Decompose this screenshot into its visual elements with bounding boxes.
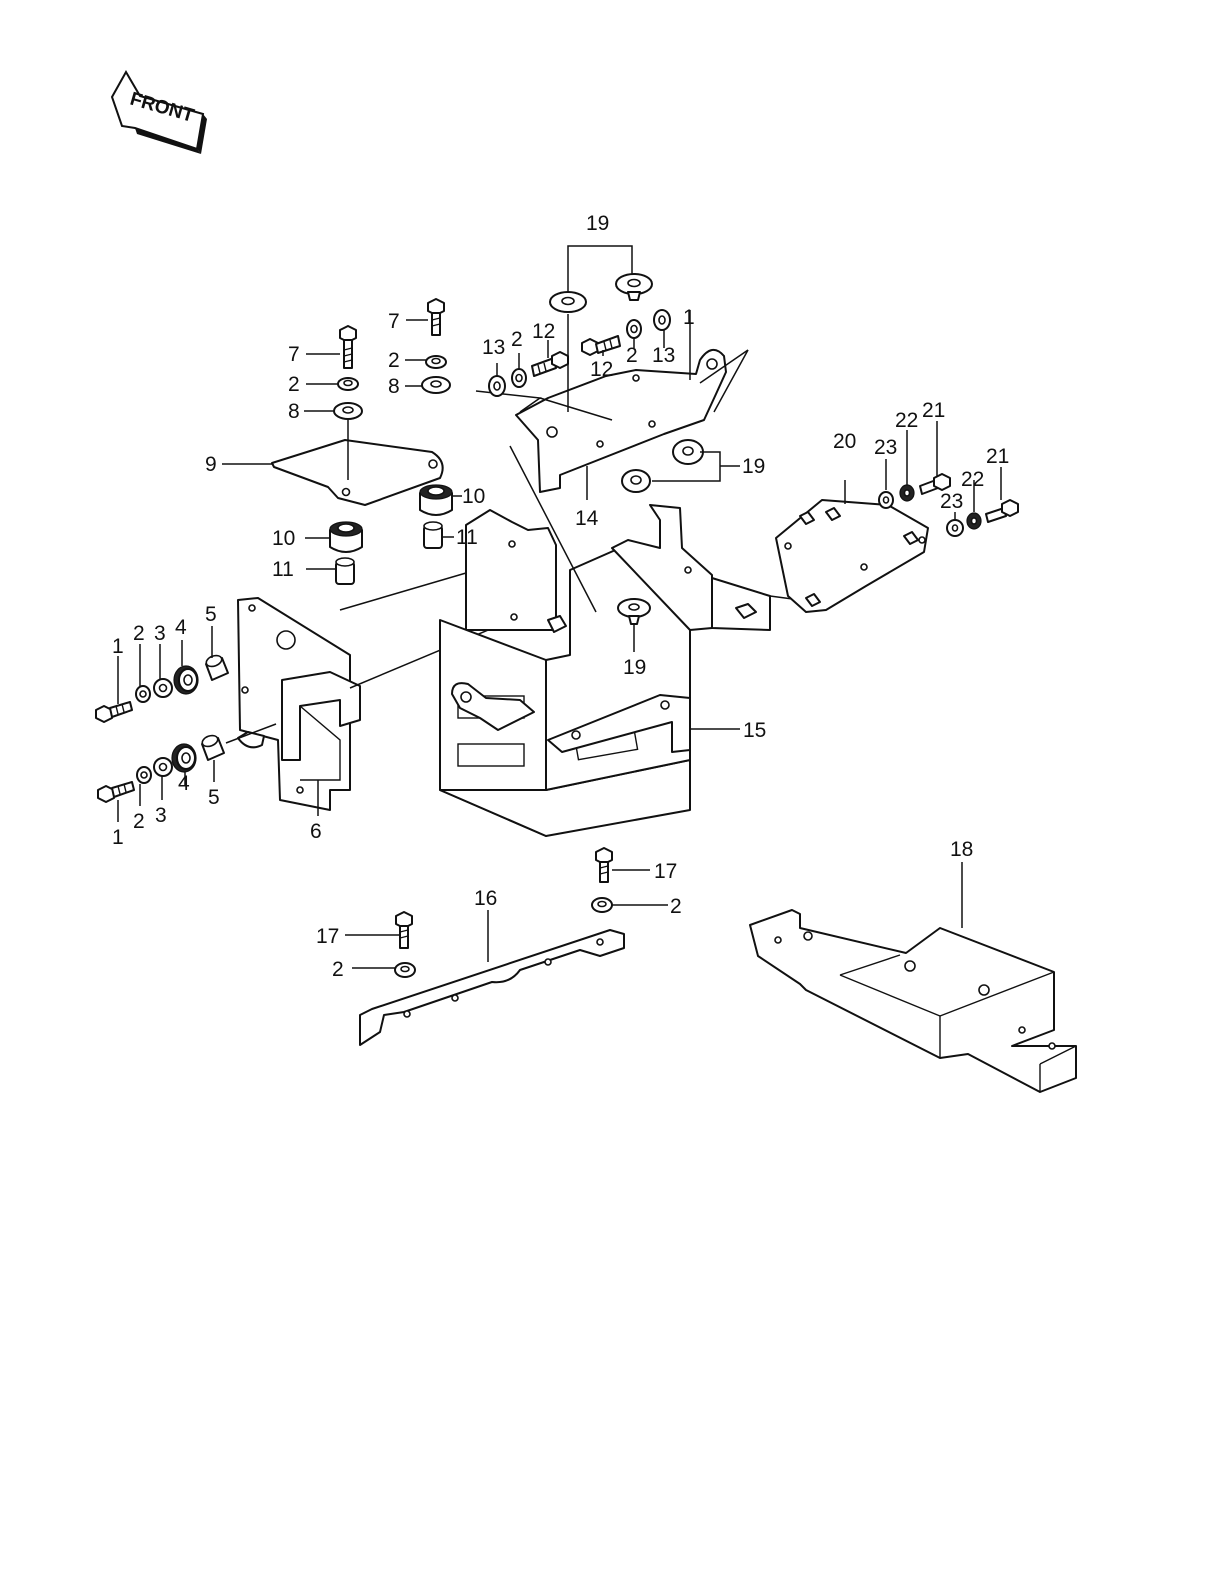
callout-16: 16 <box>474 887 497 910</box>
front-arrow-icon: FRONT <box>110 69 207 154</box>
battery-tray <box>749 909 1077 1093</box>
callout-12-right: 12 <box>590 358 613 381</box>
cushion-19-lower <box>617 598 651 625</box>
callout-1-upper: 1 <box>112 635 124 658</box>
callout-23-lower: 23 <box>940 490 963 513</box>
callout-17-right: 17 <box>654 860 677 883</box>
callout-15: 15 <box>743 719 766 742</box>
callout-13-right: 13 <box>652 344 675 367</box>
bolt-1-upper <box>95 701 133 723</box>
callout-4-lower: 4 <box>178 772 190 795</box>
bolt-7-right <box>427 298 445 336</box>
upper-bracket <box>515 349 727 493</box>
bolt-12-right <box>581 335 621 356</box>
callout-22-upper: 22 <box>895 409 918 432</box>
callout-14: 14 <box>575 507 599 530</box>
top-mount-plate <box>271 439 444 506</box>
callout-7-right: 7 <box>388 310 400 333</box>
grommet-10-left <box>329 521 363 553</box>
callout-5-lower: 5 <box>208 786 220 809</box>
callout-9: 9 <box>205 453 217 476</box>
grommet-4-upper <box>173 665 199 695</box>
callout-11-left: 11 <box>272 558 294 581</box>
callout-1-lower: 1 <box>112 826 124 849</box>
callout-17-left: 17 <box>316 925 339 948</box>
bolt-21-upper <box>919 473 951 495</box>
callout-19-top: 19 <box>586 212 609 235</box>
callout-21-lower: 21 <box>986 445 1009 468</box>
callout-3-upper: 3 <box>154 622 166 645</box>
collar-5-upper <box>205 654 229 681</box>
callout-19-lower: 19 <box>623 656 646 679</box>
callout-18: 18 <box>950 838 973 861</box>
bolt-21-lower <box>985 499 1019 523</box>
cushion-19-mid-right <box>672 439 704 465</box>
callout-21-upper: 21 <box>922 399 945 422</box>
cushion-19-top-right <box>615 273 653 301</box>
bolt-7-left <box>339 325 357 369</box>
bolt-12-left <box>531 351 569 377</box>
callout-19-right: 19 <box>742 455 765 478</box>
collar-5-lower <box>201 734 225 761</box>
grommet-10-right <box>419 484 453 516</box>
callout-8-left: 8 <box>288 400 300 423</box>
callout-2-lower: 2 <box>133 810 145 833</box>
collar-11-right <box>423 521 443 549</box>
callout-10-right: 10 <box>462 485 485 508</box>
callout-13-left: 13 <box>482 336 505 359</box>
callout-8-right: 8 <box>388 375 400 398</box>
callout-2-right: 2 <box>388 349 400 372</box>
side-bracket <box>237 597 361 811</box>
assembly-line <box>349 619 513 689</box>
callout-5-upper: 5 <box>205 603 217 626</box>
callout-10-left: 10 <box>272 527 295 550</box>
callout-22-lower: 22 <box>961 468 984 491</box>
callout-1-bracket: 1 <box>683 306 695 329</box>
callout-2-upper: 2 <box>133 622 145 645</box>
battery-case <box>439 504 801 837</box>
callout-6: 6 <box>310 820 322 843</box>
callout-7-left: 7 <box>288 343 300 366</box>
callout-3-lower: 3 <box>155 804 167 827</box>
callout-23-upper: 23 <box>874 436 897 459</box>
callout-2-bottom-right: 2 <box>670 895 682 918</box>
right-side-plate <box>775 499 929 613</box>
bolt-1-lower <box>97 781 135 803</box>
grommet-4-lower <box>171 743 197 773</box>
callout-2-left: 2 <box>288 373 300 396</box>
lower-mount-bar <box>359 929 625 1046</box>
bolt-17-left <box>395 911 413 949</box>
callout-4-upper: 4 <box>175 616 187 639</box>
callout-20: 20 <box>833 430 856 453</box>
cushion-19-top-left <box>549 291 587 313</box>
callout-11-right: 11 <box>456 526 478 549</box>
callout-12-left: 12 <box>532 320 555 343</box>
callout-2-bracket-left: 2 <box>511 328 523 351</box>
callout-2-bracket-right: 2 <box>626 344 638 367</box>
callout-labels: 19 7 7 2 8 2 8 9 10 10 11 11 13 2 12 12 … <box>112 212 1009 981</box>
bolt-17-right <box>595 847 613 883</box>
callout-2-bottom-left: 2 <box>332 958 344 981</box>
collar-11-left <box>335 557 355 585</box>
cushion-19-mid <box>621 469 651 493</box>
